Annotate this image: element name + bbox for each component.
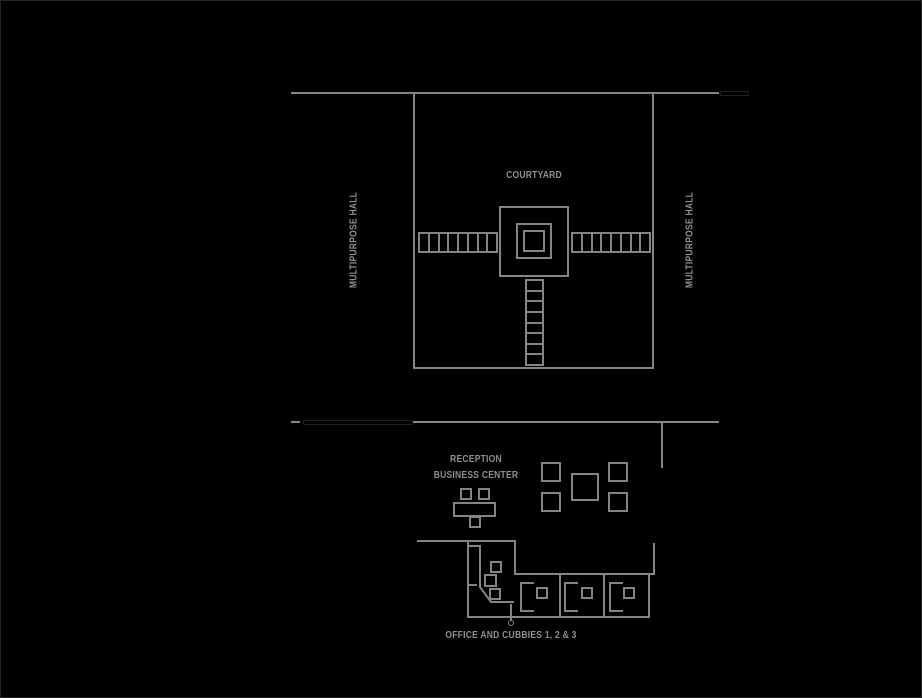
cubby2-desk <box>564 582 578 612</box>
reception-chair-left <box>460 488 472 500</box>
fountain-inner-square <box>523 230 545 252</box>
lower-wall-right-upper <box>661 421 663 468</box>
multipurpose-hall-right-label: MULTIPURPOSE HALL <box>684 191 696 289</box>
business-center-label: BUSINESS CENTER <box>433 470 519 481</box>
office-wall-right <box>514 540 516 575</box>
walkway-cell <box>622 234 632 251</box>
business-table-top-right <box>608 462 628 482</box>
walkway-cell <box>641 234 649 251</box>
walkway-cell <box>488 234 496 251</box>
office-chair-1 <box>490 561 502 573</box>
courtyard-room <box>413 92 654 369</box>
office-chair-3 <box>489 588 501 600</box>
cubby2-chair <box>581 587 593 599</box>
walkway-cell <box>527 324 542 335</box>
cubby-divider-1 <box>559 573 561 618</box>
lower-wall-right-lower <box>653 543 655 575</box>
office-chair-2 <box>484 574 497 587</box>
walkway-cell <box>527 355 542 364</box>
lower-wall-dark-segment <box>303 420 413 425</box>
office-cubbies-wall-bottom <box>467 616 650 618</box>
walkway-cell <box>527 334 542 345</box>
business-table-bottom-right <box>608 492 628 512</box>
walkway-cell <box>583 234 593 251</box>
business-table-center <box>571 473 599 501</box>
cubbies-wall-top <box>514 573 655 575</box>
walkway-cell <box>527 302 542 313</box>
business-table-top-left <box>541 462 561 482</box>
multipurpose-hall-left-label: MULTIPURPOSE HALL <box>348 191 360 289</box>
office-wall-top <box>467 540 516 542</box>
business-table-bottom-left <box>541 492 561 512</box>
walkway-cell <box>632 234 642 251</box>
fountain-middle-square <box>516 223 552 259</box>
cubby1-chair <box>536 587 548 599</box>
office-wall-left <box>467 540 469 618</box>
walkway-east <box>571 232 651 253</box>
reception-business-center-label: RECEPTION BUSINESS CENTER <box>434 452 519 484</box>
reception-chair-front <box>469 516 481 528</box>
walkway-cell <box>449 234 459 251</box>
upper-wall-dark-segment <box>720 91 749 96</box>
walkway-cell <box>527 281 542 292</box>
reception-label: RECEPTION <box>450 454 502 465</box>
cubbies-wall-right <box>648 573 650 618</box>
office-wall-west-extension <box>417 540 469 542</box>
lower-wall-line <box>413 421 719 423</box>
lower-wall-dash <box>291 421 300 423</box>
walkway-cell <box>469 234 479 251</box>
walkway-cell <box>420 234 430 251</box>
walkway-cell <box>527 313 542 324</box>
cubby3-chair <box>623 587 635 599</box>
walkway-cell <box>602 234 612 251</box>
walkway-cell <box>527 345 542 356</box>
walkway-cell <box>527 292 542 303</box>
fountain-outer-square <box>499 206 569 277</box>
cubby1-desk <box>520 582 534 612</box>
leader-circle <box>508 620 514 626</box>
reception-chair-right <box>478 488 490 500</box>
courtyard-label: COURTYARD <box>506 170 562 181</box>
walkway-cell <box>430 234 440 251</box>
walkway-south <box>525 279 544 366</box>
walkway-cell <box>479 234 489 251</box>
reception-desk <box>453 502 496 517</box>
office-cubbies-label: OFFICE AND CUBBIES 1, 2 & 3 <box>445 630 577 641</box>
cubby3-desk <box>609 582 623 612</box>
walkway-cell <box>593 234 603 251</box>
walkway-cell <box>573 234 583 251</box>
cubby-divider-2 <box>603 573 605 618</box>
walkway-west <box>418 232 498 253</box>
office-desk <box>467 545 514 603</box>
walkway-cell <box>440 234 450 251</box>
walkway-cell <box>459 234 469 251</box>
leader-line <box>510 604 512 620</box>
walkway-cell <box>612 234 622 251</box>
